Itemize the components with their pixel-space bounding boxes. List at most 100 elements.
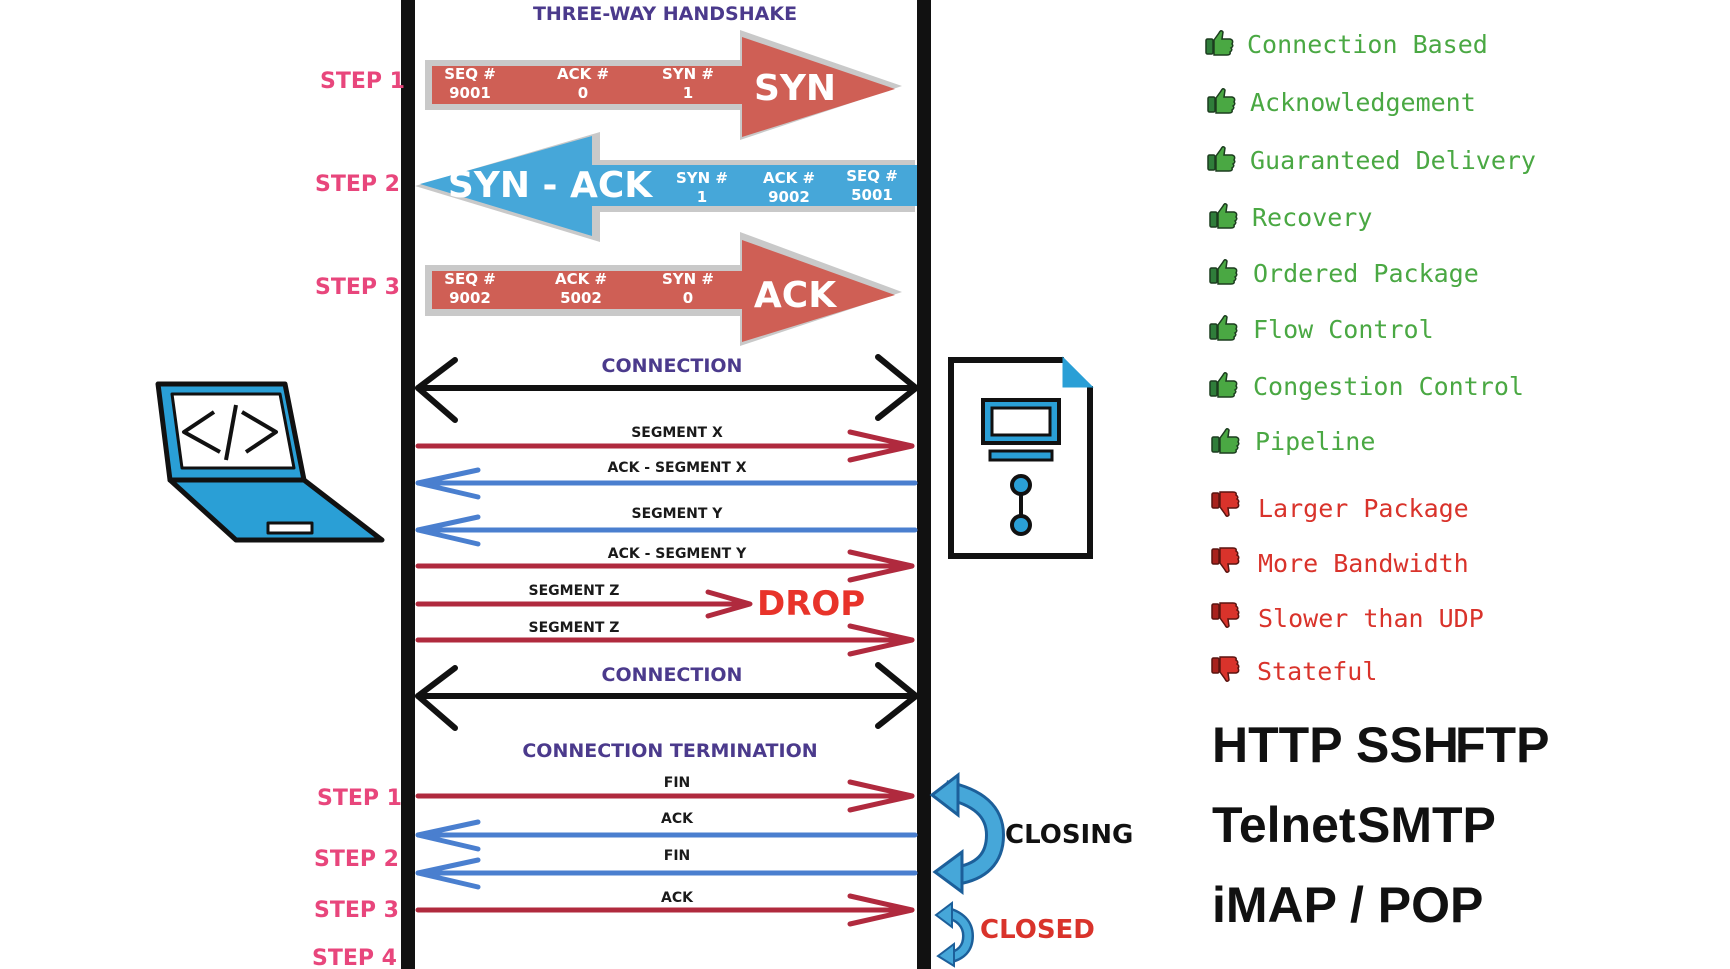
thumbs-up-icon [1209, 371, 1238, 398]
term-step-2-label: STEP 2 [314, 847, 399, 872]
closing-arrow-icon [929, 771, 1006, 895]
segment-z-arrow [415, 623, 915, 657]
ack-segment-x-arrow [415, 467, 918, 500]
syn-ack-field-2-name: ACK # [763, 169, 815, 187]
term-step-3-label: STEP 3 [314, 898, 399, 923]
fin-2-arrow [415, 857, 918, 890]
thumbs-down-icon [1211, 547, 1240, 574]
syn-ack-field-3-name: SEQ # [846, 167, 898, 185]
syn-ack-field-2-value: 9002 [768, 188, 810, 206]
ack-segment-x-label: ACK - SEGMENT X [607, 460, 746, 476]
closing-label: CLOSING [1005, 820, 1133, 850]
handshake-step-1-label: STEP 1 [320, 69, 405, 94]
syn-field-2-value: 0 [578, 84, 588, 102]
ack-flag: ACK [754, 275, 837, 316]
ack-segment-y-arrow [415, 549, 915, 583]
syn-flag: SYN [754, 68, 836, 109]
handshake-title: THREE-WAY HANDSHAKE [533, 3, 797, 25]
pro-item: Congestion Control [1253, 372, 1524, 401]
ack-field-1-value: 9002 [449, 289, 491, 307]
connection-arrow-2 [415, 662, 919, 731]
segment-y-label: SEGMENT Y [632, 506, 724, 522]
syn-field-1-name: SEQ # [444, 65, 496, 83]
syn-ack-field-1-value: 1 [697, 188, 707, 206]
con-item: Slower than UDP [1258, 604, 1484, 633]
server-timeline [917, 0, 931, 969]
segment-z-label-1: SEGMENT Z [529, 583, 620, 599]
termination-title: CONNECTION TERMINATION [522, 740, 817, 762]
protocol-imap-pop: iMAP / POP [1212, 877, 1483, 933]
thumbs-down-icon [1211, 491, 1240, 518]
thumbs-up-icon [1205, 29, 1234, 56]
ack-arrow [425, 232, 902, 346]
syn-field-3-name: SYN # [662, 65, 714, 83]
thumbs-up-icon [1211, 427, 1240, 454]
pro-item: Pipeline [1255, 427, 1375, 456]
ack-field-2-name: ACK # [555, 270, 607, 288]
pro-item: Flow Control [1253, 315, 1434, 344]
ack-field-2-value: 5002 [560, 289, 602, 307]
syn-ack-flag: SYN - ACK [448, 165, 653, 206]
segment-y-arrow [415, 514, 918, 547]
ack-segment-y-label: ACK - SEGMENT Y [608, 546, 747, 562]
connection-label-2: CONNECTION [602, 664, 743, 686]
connection-label-1: CONNECTION [602, 355, 743, 377]
thumbs-up-icon [1209, 314, 1238, 341]
pro-item: Ordered Package [1253, 259, 1479, 288]
fin-1-arrow [415, 779, 915, 813]
thumbs-down-icon [1211, 602, 1240, 629]
pro-item: Recovery [1252, 203, 1372, 232]
syn-field-1-value: 9001 [449, 84, 491, 102]
segment-z-label-2: SEGMENT Z [529, 620, 620, 636]
closed-label: CLOSED [980, 915, 1095, 945]
protocol-telnet: Telnet [1212, 797, 1356, 853]
drop-label: DROP [757, 584, 865, 624]
segment-x-arrow [415, 429, 915, 463]
server-document-icon [948, 356, 1094, 559]
thumbs-down-icon [1211, 656, 1240, 683]
syn-arrow [425, 30, 902, 140]
segment-z-dropped-arrow [415, 589, 753, 619]
ack-2-arrow [415, 893, 915, 927]
syn-field-3-value: 1 [683, 84, 693, 102]
term-step-1-label: STEP 1 [317, 786, 402, 811]
thumbs-up-icon [1209, 258, 1238, 285]
protocol-smtp: SMTP [1357, 797, 1496, 853]
thumbs-up-icon [1209, 202, 1238, 229]
handshake-step-3-label: STEP 3 [315, 275, 400, 300]
segment-x-label: SEGMENT X [631, 425, 723, 441]
connection-arrow-1 [415, 354, 919, 423]
cons-list: Larger Package More Bandwidth Slower tha… [1211, 491, 1484, 686]
client-timeline [401, 0, 415, 969]
con-item: Larger Package [1258, 494, 1469, 523]
ack-1-arrow [415, 819, 918, 852]
thumbs-up-icon [1207, 87, 1236, 114]
thumbs-up-icon [1207, 145, 1236, 172]
syn-ack-field-3-value: 5001 [851, 186, 893, 204]
protocol-list: HTTP SSH FTP Telnet SMTP iMAP / POP [1212, 717, 1549, 933]
closed-arrow-icon [934, 901, 975, 968]
protocol-ssh: SSH [1356, 717, 1459, 773]
ack-2-label: ACK [661, 890, 694, 906]
ack-field-1-name: SEQ # [444, 270, 496, 288]
ack-field-3-name: SYN # [662, 270, 714, 288]
pro-item: Connection Based [1247, 30, 1488, 59]
fin-2-label: FIN [664, 848, 691, 864]
laptop-code-icon [155, 381, 385, 543]
pro-item: Acknowledgement [1250, 88, 1476, 117]
protocol-ftp: FTP [1455, 717, 1549, 773]
syn-ack-field-1-name: SYN # [676, 169, 728, 187]
pro-item: Guaranteed Delivery [1250, 146, 1536, 175]
fin-1-label: FIN [664, 775, 691, 791]
con-item: Stateful [1257, 657, 1377, 686]
handshake-step-2-label: STEP 2 [315, 172, 400, 197]
pros-list: Connection Based Acknowledgement Guarant… [1205, 29, 1536, 456]
ack-1-label: ACK [661, 811, 694, 827]
protocol-http: HTTP [1212, 717, 1343, 773]
syn-ack-arrow [415, 132, 917, 242]
con-item: More Bandwidth [1258, 549, 1469, 578]
ack-field-3-value: 0 [683, 289, 693, 307]
term-step-4-label: STEP 4 [312, 946, 397, 969]
